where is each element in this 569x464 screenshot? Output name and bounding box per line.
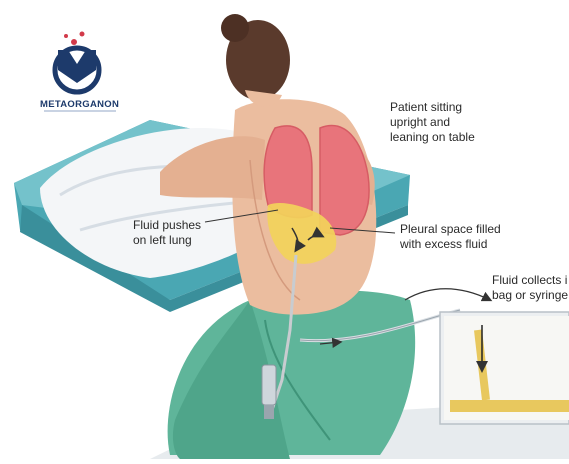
label-fluid-collects: Fluid collects i bag or syringe: [492, 273, 568, 303]
label-fluid-pushes: Fluid pushes on left lung: [133, 218, 201, 248]
collection-bag: [440, 312, 569, 424]
logo-tagline-bar: [44, 110, 116, 112]
label-line: Fluid pushes: [133, 218, 201, 233]
label-line: Patient sitting: [390, 100, 475, 115]
label-line: upright and: [390, 115, 475, 130]
patient-head: [221, 14, 290, 106]
label-patient-position: Patient sitting upright and leaning on t…: [390, 100, 475, 145]
label-line: Pleural space filled: [400, 222, 501, 237]
logo-icon: [44, 28, 110, 98]
label-line: on left lung: [133, 233, 201, 248]
label-line: Fluid collects i: [492, 273, 568, 288]
label-line: leaning on table: [390, 130, 475, 145]
label-line: with excess fluid: [400, 237, 501, 252]
logo-text: METAORGANON: [40, 99, 119, 110]
label-line: bag or syringe: [492, 288, 568, 303]
label-pleural-space: Pleural space filled with excess fluid: [400, 222, 501, 252]
